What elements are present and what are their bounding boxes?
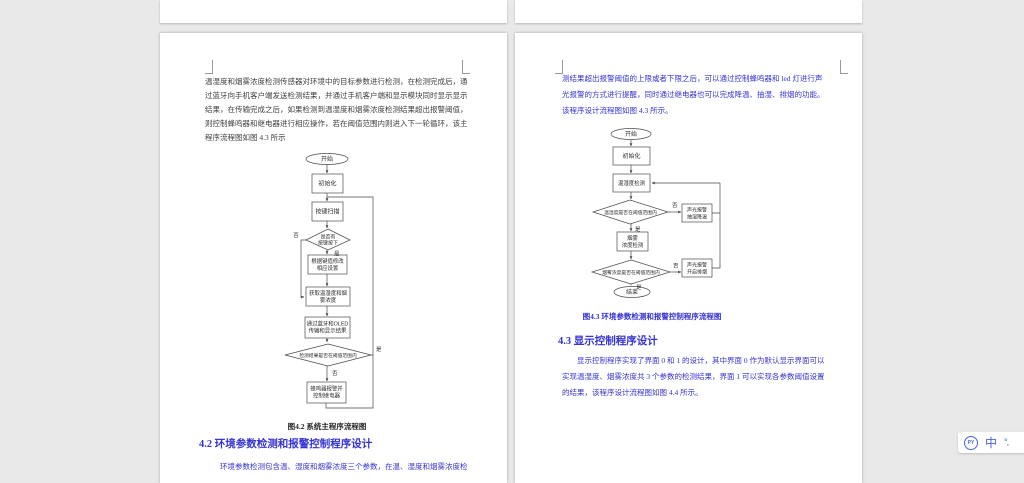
svg-text:抽湿降温: 抽湿降温 (687, 214, 707, 221)
smoke-detect-node (616, 231, 649, 252)
key-scan-node (311, 201, 344, 222)
svg-text:获取温湿度和烟: 获取温湿度和烟 (309, 289, 347, 297)
alarm-dehumidify-node (681, 203, 713, 223)
paragraph-line: 的结果，该程序设计流程图如图 4.4 所示。 (562, 388, 703, 397)
bluetooth-display-node (304, 316, 351, 339)
yes-label: 是 (376, 346, 382, 353)
svg-text:烟雾浓度是否在阈值范围内: 烟雾浓度是否在阈值范围内 (602, 269, 660, 276)
svg-text:检测结果是否在阈值范围内: 检测结果是否在阈值范围内 (299, 352, 357, 359)
paragraph-line: 则控制蜂鸣器和继电器进行相应操作，若在阈值范围内则进入下一轮循环，该主 (205, 119, 468, 128)
connector-loop-right (712, 212, 721, 269)
paragraph-main: 测结果超出报警阈值的上限或者下限之后，可以通过控制蜂鸣器和 led 灯进行声 光… (562, 71, 825, 119)
ime-logo-text: PY (967, 439, 975, 446)
svg-text:声光报警: 声光报警 (687, 207, 707, 214)
svg-text:初始化: 初始化 (318, 180, 336, 188)
svg-text:传输和显示结果: 传输和显示结果 (309, 327, 347, 335)
svg-text:开启排烟: 开启排烟 (687, 269, 707, 276)
svg-text:温湿度检测: 温湿度检测 (618, 179, 645, 187)
read-sensors-node (305, 286, 351, 307)
svg-text:蜂鸣器报警并: 蜂鸣器报警并 (310, 385, 343, 393)
yes-label: 是 (334, 251, 340, 258)
smoke-threshold-decision (590, 259, 672, 285)
svg-text:控制继电器: 控制继电器 (313, 392, 341, 400)
init-node (311, 173, 344, 194)
section-heading-4-2: 4.2 环境参数检测和报警控制程序设计 (199, 439, 373, 450)
paragraph-line: 光报警的方式进行提醒，同时通过继电器也可以完成降温、抽湿、排烟的功能。 (562, 90, 825, 99)
figure-caption-4-3: 图4.3 环境参数检测和报警控制程序流程图 (582, 312, 722, 321)
yes-label: 是 (636, 284, 642, 291)
buzzer-relay-node (306, 381, 347, 404)
paragraph-line: 显示控制程序实现了界面 0 和 1 的设计，其中界面 0 作为默认显示界面可以 (577, 356, 825, 365)
paragraph-line: 测结果超出报警阈值的上限或者下限之后，可以通过控制蜂鸣器和 led 灯进行声 (562, 74, 823, 83)
ime-punctuation-icon[interactable]: °, (1004, 437, 1009, 447)
ime-logo-icon[interactable]: PY (964, 435, 978, 450)
paragraph-main: 温湿度和烟雾浓度检测传感器对环境中的目标参数进行检测，在检测完成后，通 过蓝牙向… (205, 75, 468, 145)
temp-humidity-threshold-decision (591, 199, 670, 225)
paragraph-line: 过蓝牙向手机客户端发送检测结果，并通过手机客户端和显示模块同时显示显示 (205, 91, 468, 100)
connector-loop-alarm (325, 355, 374, 409)
start-node (610, 128, 652, 140)
yes-label: 是 (635, 226, 641, 233)
margin-mark-top-right (840, 60, 848, 74)
section-heading-4-3: 4.3 显示控制程序设计 (558, 336, 658, 347)
svg-text:温湿度是否在阈值范围内: 温湿度是否在阈值范围内 (604, 209, 657, 216)
svg-text:开始: 开始 (625, 130, 637, 138)
svg-text:声光报警: 声光报警 (687, 262, 707, 269)
paragraph-line: 程序流程图如图 4.3 所示 (205, 133, 286, 142)
document-page-left[interactable]: 温湿度和烟雾浓度检测传感器对环境中的目标参数进行检测，在检测完成后，通 过蓝牙向… (160, 33, 507, 483)
flowchart-detection-alarm: 开始 初始化 温湿度检测 温湿度是否在阈值范围内 声光报警 抽湿降温 烟雾 浓度… (590, 128, 721, 298)
svg-text:结束: 结束 (626, 288, 638, 296)
paragraph-line: 温湿度和烟雾浓度检测传感器对环境中的目标参数进行检测，在检测完成后，通 (205, 77, 468, 86)
margin-mark-top-left (205, 60, 213, 74)
margin-mark-top-left (555, 60, 563, 74)
no-label: 否 (332, 370, 338, 377)
ime-status-bar[interactable]: PY 中 °, (958, 432, 1024, 453)
key-pressed-decision (305, 228, 351, 251)
svg-text:按键扫描: 按键扫描 (315, 208, 339, 216)
svg-text:烟雾: 烟雾 (627, 234, 638, 242)
margin-mark-top-right (462, 60, 470, 74)
svg-text:根据键值修改: 根据键值修改 (311, 257, 344, 265)
no-label: 否 (673, 263, 679, 270)
paragraph-line: 环境参数检测包含温、湿度和烟雾浓度三个参数，在温、湿度和烟雾浓度检 (220, 462, 468, 471)
svg-text:是否有: 是否有 (320, 234, 335, 241)
figure-caption-4-2: 图4.2 系统主程序流程图 (287, 422, 367, 431)
document-page-right[interactable]: 测结果超出报警阈值的上限或者下限之后，可以通过控制蜂鸣器和 led 灯进行声 光… (515, 33, 862, 483)
paragraph-line: 实现温湿度、烟雾浓度共 3 个参数的检测结果，界面 1 可以实现各参数阈值设置 (562, 372, 825, 381)
svg-text:雾浓度: 雾浓度 (320, 296, 337, 304)
svg-text:通过蓝牙和OLED: 通过蓝牙和OLED (307, 320, 349, 328)
section-body: 显示控制程序实现了界面 0 和 1 的设计，其中界面 0 作为默认显示界面可以 … (562, 353, 825, 401)
flowchart-main-program: 开始 初始化 按键扫描 是否有 按键按下 根据键值修改 相应设置 获取温湿度和烟… (284, 153, 382, 409)
init-node (612, 146, 651, 166)
no-label: 否 (293, 232, 299, 239)
end-node (613, 286, 651, 298)
paragraph-line: 结果，在传输完成之后，如果检测到温湿度和烟雾浓度检测结果超出报警阈值， (205, 105, 468, 114)
previous-page-right-bottom[interactable] (515, 0, 862, 23)
connector-no-branch (300, 239, 306, 299)
no-label: 否 (672, 202, 678, 209)
connector-loop-yes (327, 196, 374, 356)
start-label: 开始 (321, 155, 333, 163)
svg-text:按键按下: 按键按下 (318, 240, 338, 247)
temp-humidity-detect-node (612, 173, 651, 193)
threshold-decision (284, 343, 372, 367)
apply-setting-node (307, 254, 348, 275)
paragraph-line: 该程序设计流程图如图 4.3 所示。 (562, 106, 673, 115)
ime-mode-toggle[interactable]: 中 (985, 435, 998, 450)
previous-page-left-bottom[interactable] (160, 0, 507, 23)
svg-text:相应设置: 相应设置 (317, 264, 339, 272)
section-body: 环境参数检测包含温、湿度和烟雾浓度三个参数，在温、湿度和烟雾浓度检 (205, 460, 468, 474)
start-node (305, 153, 349, 165)
svg-text:浓度检测: 浓度检测 (622, 241, 644, 249)
svg-text:初始化: 初始化 (622, 152, 640, 160)
alarm-exhaust-node (681, 258, 713, 278)
